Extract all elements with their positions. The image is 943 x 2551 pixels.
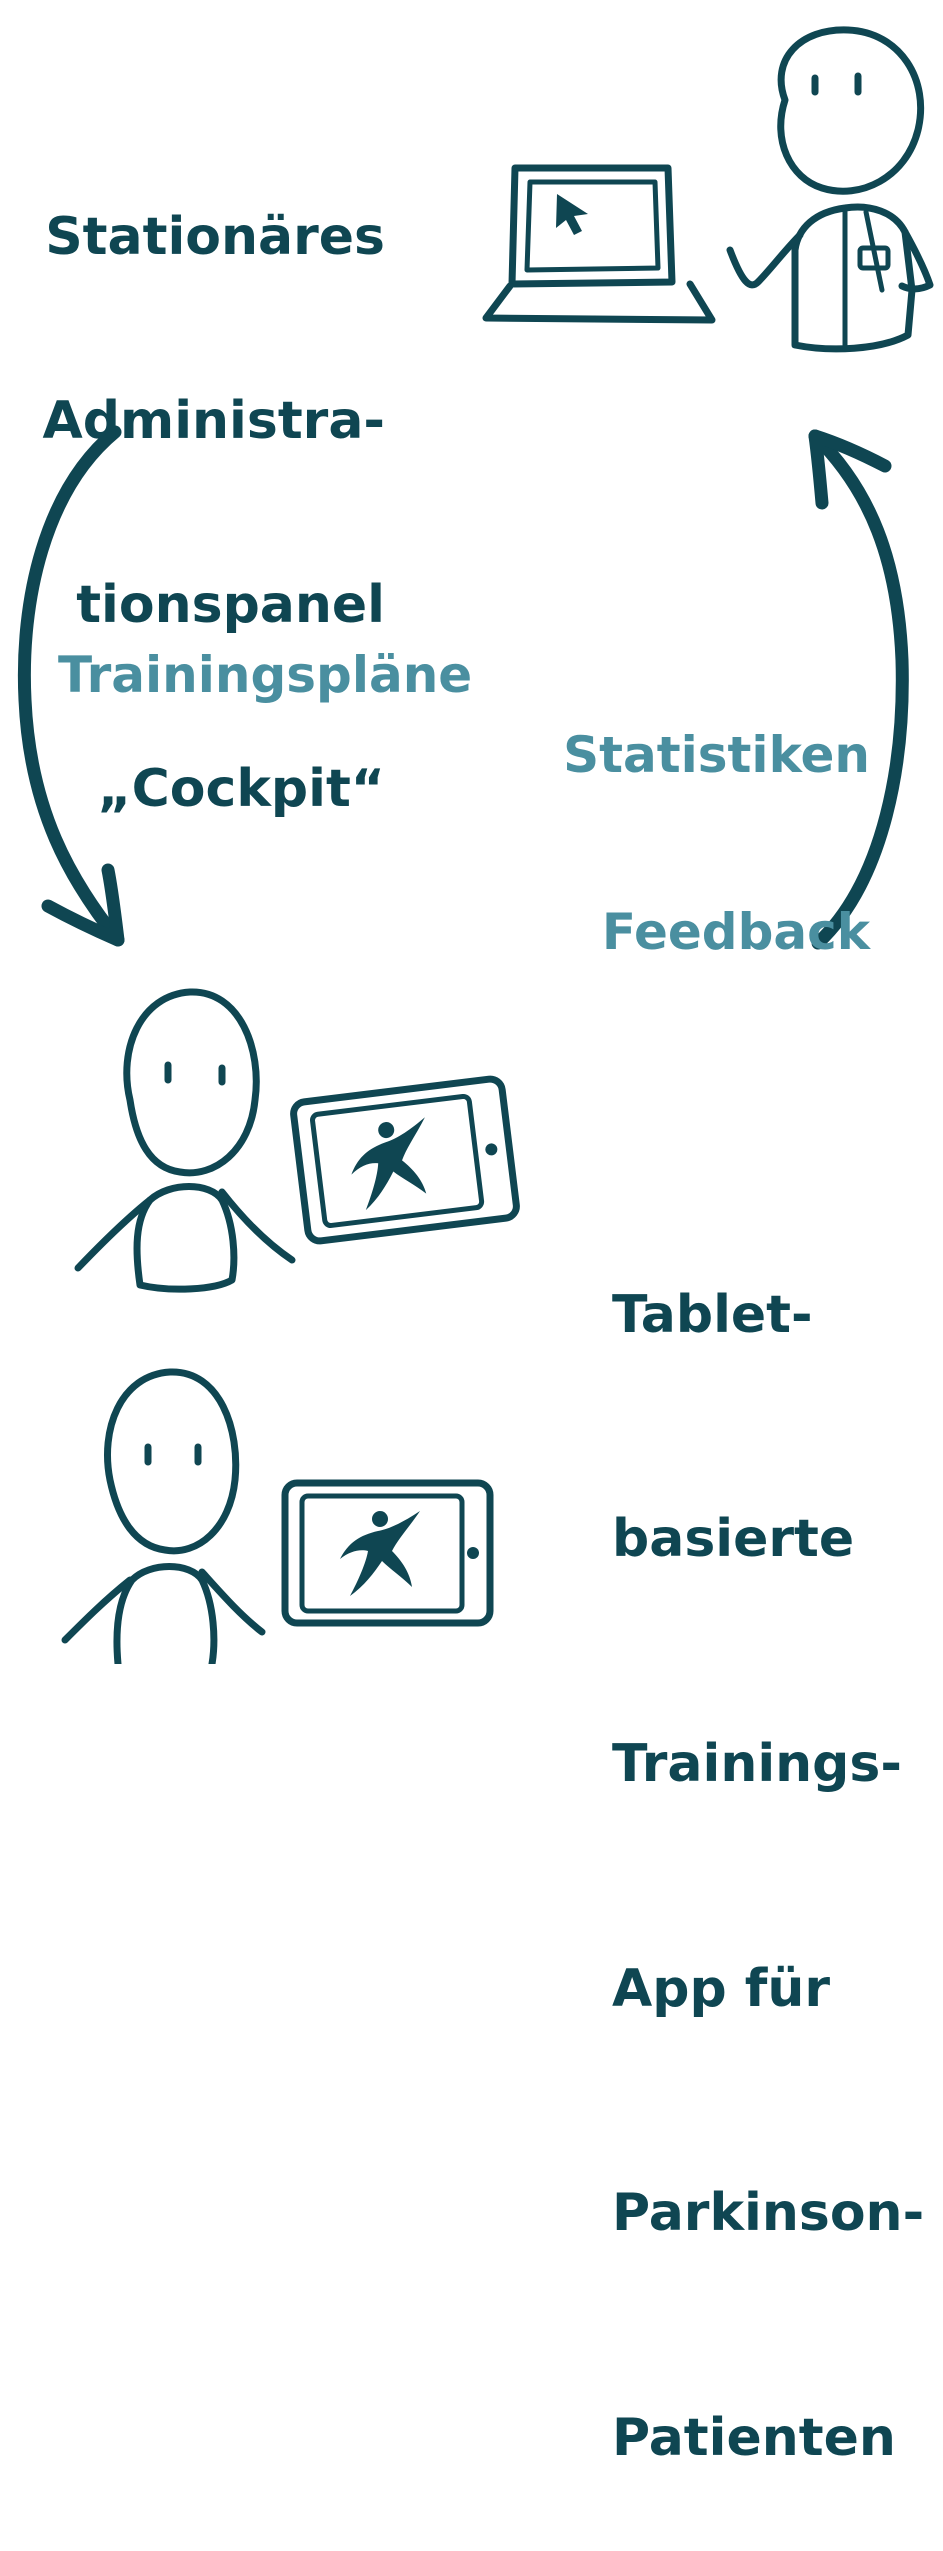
admin-panel-line-4: „Cockpit“: [97, 758, 385, 819]
diagram-illustration: [17, 26, 934, 1664]
app-description: Tablet- basierte Trainings- App für Park…: [612, 1128, 924, 2551]
admin-panel-line-3: tionspanel: [76, 574, 385, 635]
training-plans-label: Trainingspläne: [58, 646, 473, 704]
running-figure-icon: [351, 1117, 427, 1211]
patient-figure-icon: [61, 1368, 266, 1664]
feedback-label: Feedback: [601, 903, 870, 961]
app-description-line-4: App für: [612, 1958, 831, 2019]
admin-panel-title: Stationäres Administra- tionspanel „Cock…: [40, 84, 385, 882]
tablet-icon: [281, 1479, 494, 1627]
admin-panel-line-1: Stationäres: [45, 206, 385, 267]
patient-figure-icon: [74, 988, 296, 1293]
app-description-line-5: Parkinson-: [612, 2183, 925, 2244]
statistics-feedback-label: Statistiken Feedback: [540, 608, 870, 1021]
curved-arrow-icon: [17, 425, 125, 947]
laptop-icon: [482, 164, 716, 324]
app-description-line-2: basierte: [612, 1509, 855, 1570]
statistics-label: Statistiken: [563, 726, 870, 784]
app-description-line-1: Tablet-: [612, 1284, 813, 1345]
curved-arrow-icon: [808, 429, 909, 950]
admin-panel-line-2: Administra-: [42, 390, 385, 451]
cursor-icon: [556, 194, 588, 235]
app-description-line-3: Trainings-: [612, 1734, 902, 1794]
app-description-line-6: Patienten: [612, 2407, 896, 2468]
doctor-figure-icon: [726, 26, 934, 353]
tablet-icon: [290, 1075, 520, 1245]
running-figure-icon: [340, 1511, 420, 1596]
